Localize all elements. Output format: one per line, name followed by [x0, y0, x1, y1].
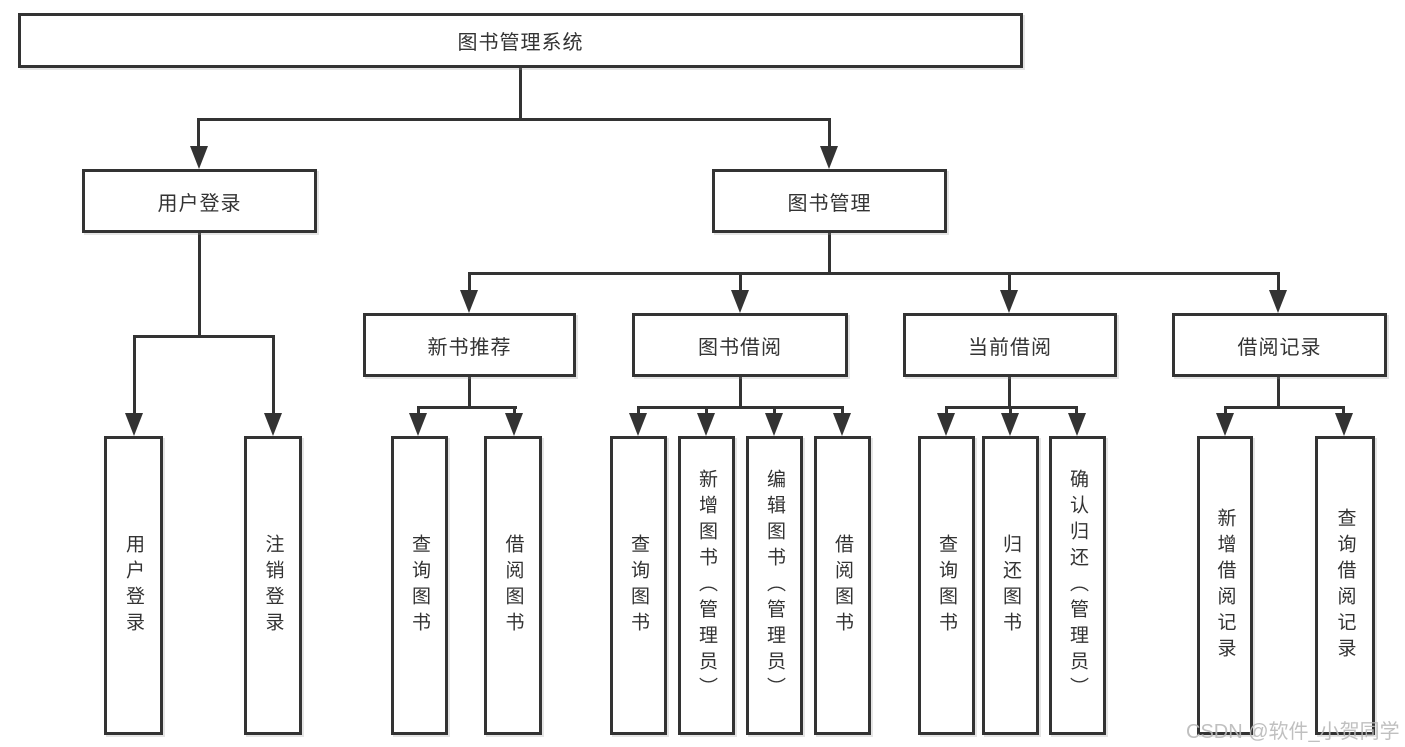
connector-bookmgmt-vline	[828, 233, 831, 275]
connector-stem-current-borrow	[1008, 272, 1011, 292]
node-root: 图书管理系统	[18, 13, 1023, 68]
leaf-records-query-label: 查询借阅记录	[1334, 507, 1356, 664]
connector-userlogin-hline	[133, 335, 275, 338]
node-user-login: 用户登录	[82, 169, 317, 233]
node-current-borrow: 当前借阅	[903, 313, 1117, 377]
leaf-currentborrow-confirm-label: 确认归还（管理员）	[1067, 468, 1088, 703]
connector-borrowrecords-hline	[1224, 406, 1345, 409]
node-user-login-label: 用户登录	[157, 192, 242, 215]
connector-stem	[1224, 406, 1227, 417]
arrow-down-icon	[190, 146, 208, 169]
connector-stem	[1075, 406, 1078, 417]
leaf-bookborrow-edit: 编辑图书（管理员）	[746, 436, 803, 735]
connector-newbooks-hline	[417, 406, 517, 409]
node-root-label: 图书管理系统	[457, 32, 584, 54]
leaf-records-query: 查询借阅记录	[1315, 436, 1375, 735]
connector-stem-new-books	[468, 272, 471, 292]
leaf-records-add-label: 新增借阅记录	[1214, 507, 1236, 664]
connector-root-hline	[197, 118, 831, 121]
connector-stem	[1342, 406, 1345, 417]
arrow-down-icon	[505, 413, 523, 436]
connector-stem-borrow-records	[1277, 272, 1280, 292]
connector-stem	[841, 406, 844, 417]
arrow-down-icon	[833, 413, 851, 436]
leaf-newbooks-query: 查询图书	[391, 436, 448, 735]
leaf-bookborrow-edit-label: 编辑图书（管理员）	[764, 468, 785, 703]
node-book-mgmt-label: 图书管理	[787, 192, 872, 215]
arrow-down-icon	[697, 413, 715, 436]
node-borrow-records-label: 借阅记录	[1237, 336, 1322, 359]
arrow-down-icon	[937, 413, 955, 436]
connector-stem	[1009, 406, 1012, 417]
connector-stem-book-borrow	[739, 272, 742, 292]
leaf-user-login: 用户登录	[104, 436, 163, 735]
leaf-records-add: 新增借阅记录	[1197, 436, 1253, 735]
leaf-bookborrow-borrow-label: 借阅图书	[832, 533, 853, 638]
connector-stem-book-mgmt	[828, 118, 831, 148]
leaf-bookborrow-borrow: 借阅图书	[814, 436, 871, 735]
arrow-down-icon	[629, 413, 647, 436]
leaf-logout: 注销登录	[244, 436, 302, 735]
connector-stem-leaf-login	[133, 335, 136, 415]
arrow-down-icon	[460, 290, 478, 313]
watermark-text: CSDN @软件_小贺同学	[1186, 721, 1400, 743]
connector-stem	[513, 406, 516, 417]
leaf-currentborrow-return: 归还图书	[982, 436, 1039, 735]
arrow-down-icon	[765, 413, 783, 436]
connector-stem	[417, 406, 420, 417]
connector-borrowrecords-vline	[1277, 377, 1280, 408]
connector-stem	[773, 406, 776, 417]
leaf-bookborrow-query-label: 查询图书	[628, 533, 649, 638]
connector-stem-leaf-logout	[272, 335, 275, 415]
connector-stem	[705, 406, 708, 417]
arrow-down-icon	[125, 413, 143, 436]
node-book-borrow: 图书借阅	[632, 313, 848, 377]
connector-stem	[637, 406, 640, 417]
node-book-mgmt: 图书管理	[712, 169, 947, 233]
node-current-borrow-label: 当前借阅	[968, 336, 1052, 359]
arrow-down-icon	[1335, 413, 1353, 436]
arrow-down-icon	[1000, 290, 1018, 313]
leaf-bookborrow-add-label: 新增图书（管理员）	[696, 468, 717, 703]
leaf-newbooks-borrow-label: 借阅图书	[502, 533, 524, 638]
leaf-bookborrow-query: 查询图书	[610, 436, 667, 735]
leaf-logout-label: 注销登录	[262, 533, 284, 638]
leaf-currentborrow-return-label: 归还图书	[1000, 533, 1021, 638]
arrow-down-icon	[264, 413, 282, 436]
arrow-down-icon	[1269, 290, 1287, 313]
connector-root-vline	[519, 68, 522, 120]
arrow-down-icon	[409, 413, 427, 436]
node-book-borrow-label: 图书借阅	[698, 336, 782, 359]
leaf-currentborrow-query: 查询图书	[918, 436, 975, 735]
leaf-currentborrow-query-label: 查询图书	[936, 533, 957, 638]
connector-bookborrow-hline	[637, 406, 844, 409]
connector-stem	[945, 406, 948, 417]
arrow-down-icon	[1216, 413, 1234, 436]
leaf-newbooks-query-label: 查询图书	[409, 533, 430, 638]
connector-stem-user-login	[197, 118, 200, 148]
node-new-books-label: 新书推荐	[427, 336, 512, 359]
connector-bookborrow-vline	[739, 377, 742, 408]
arrow-down-icon	[1001, 413, 1019, 436]
connector-userlogin-vline	[198, 233, 201, 337]
leaf-bookborrow-add: 新增图书（管理员）	[678, 436, 735, 735]
connector-currentborrow-vline	[1008, 377, 1011, 408]
leaf-newbooks-borrow: 借阅图书	[484, 436, 542, 735]
arrow-down-icon	[1068, 413, 1086, 436]
leaf-currentborrow-confirm: 确认归还（管理员）	[1049, 436, 1106, 735]
connector-bookmgmt-hline	[468, 272, 1279, 275]
arrow-down-icon	[820, 146, 838, 169]
leaf-user-login-label: 用户登录	[123, 533, 144, 638]
node-borrow-records: 借阅记录	[1172, 313, 1387, 377]
arrow-down-icon	[731, 290, 749, 313]
connector-newbooks-vline	[468, 377, 471, 408]
node-new-books: 新书推荐	[363, 313, 576, 377]
